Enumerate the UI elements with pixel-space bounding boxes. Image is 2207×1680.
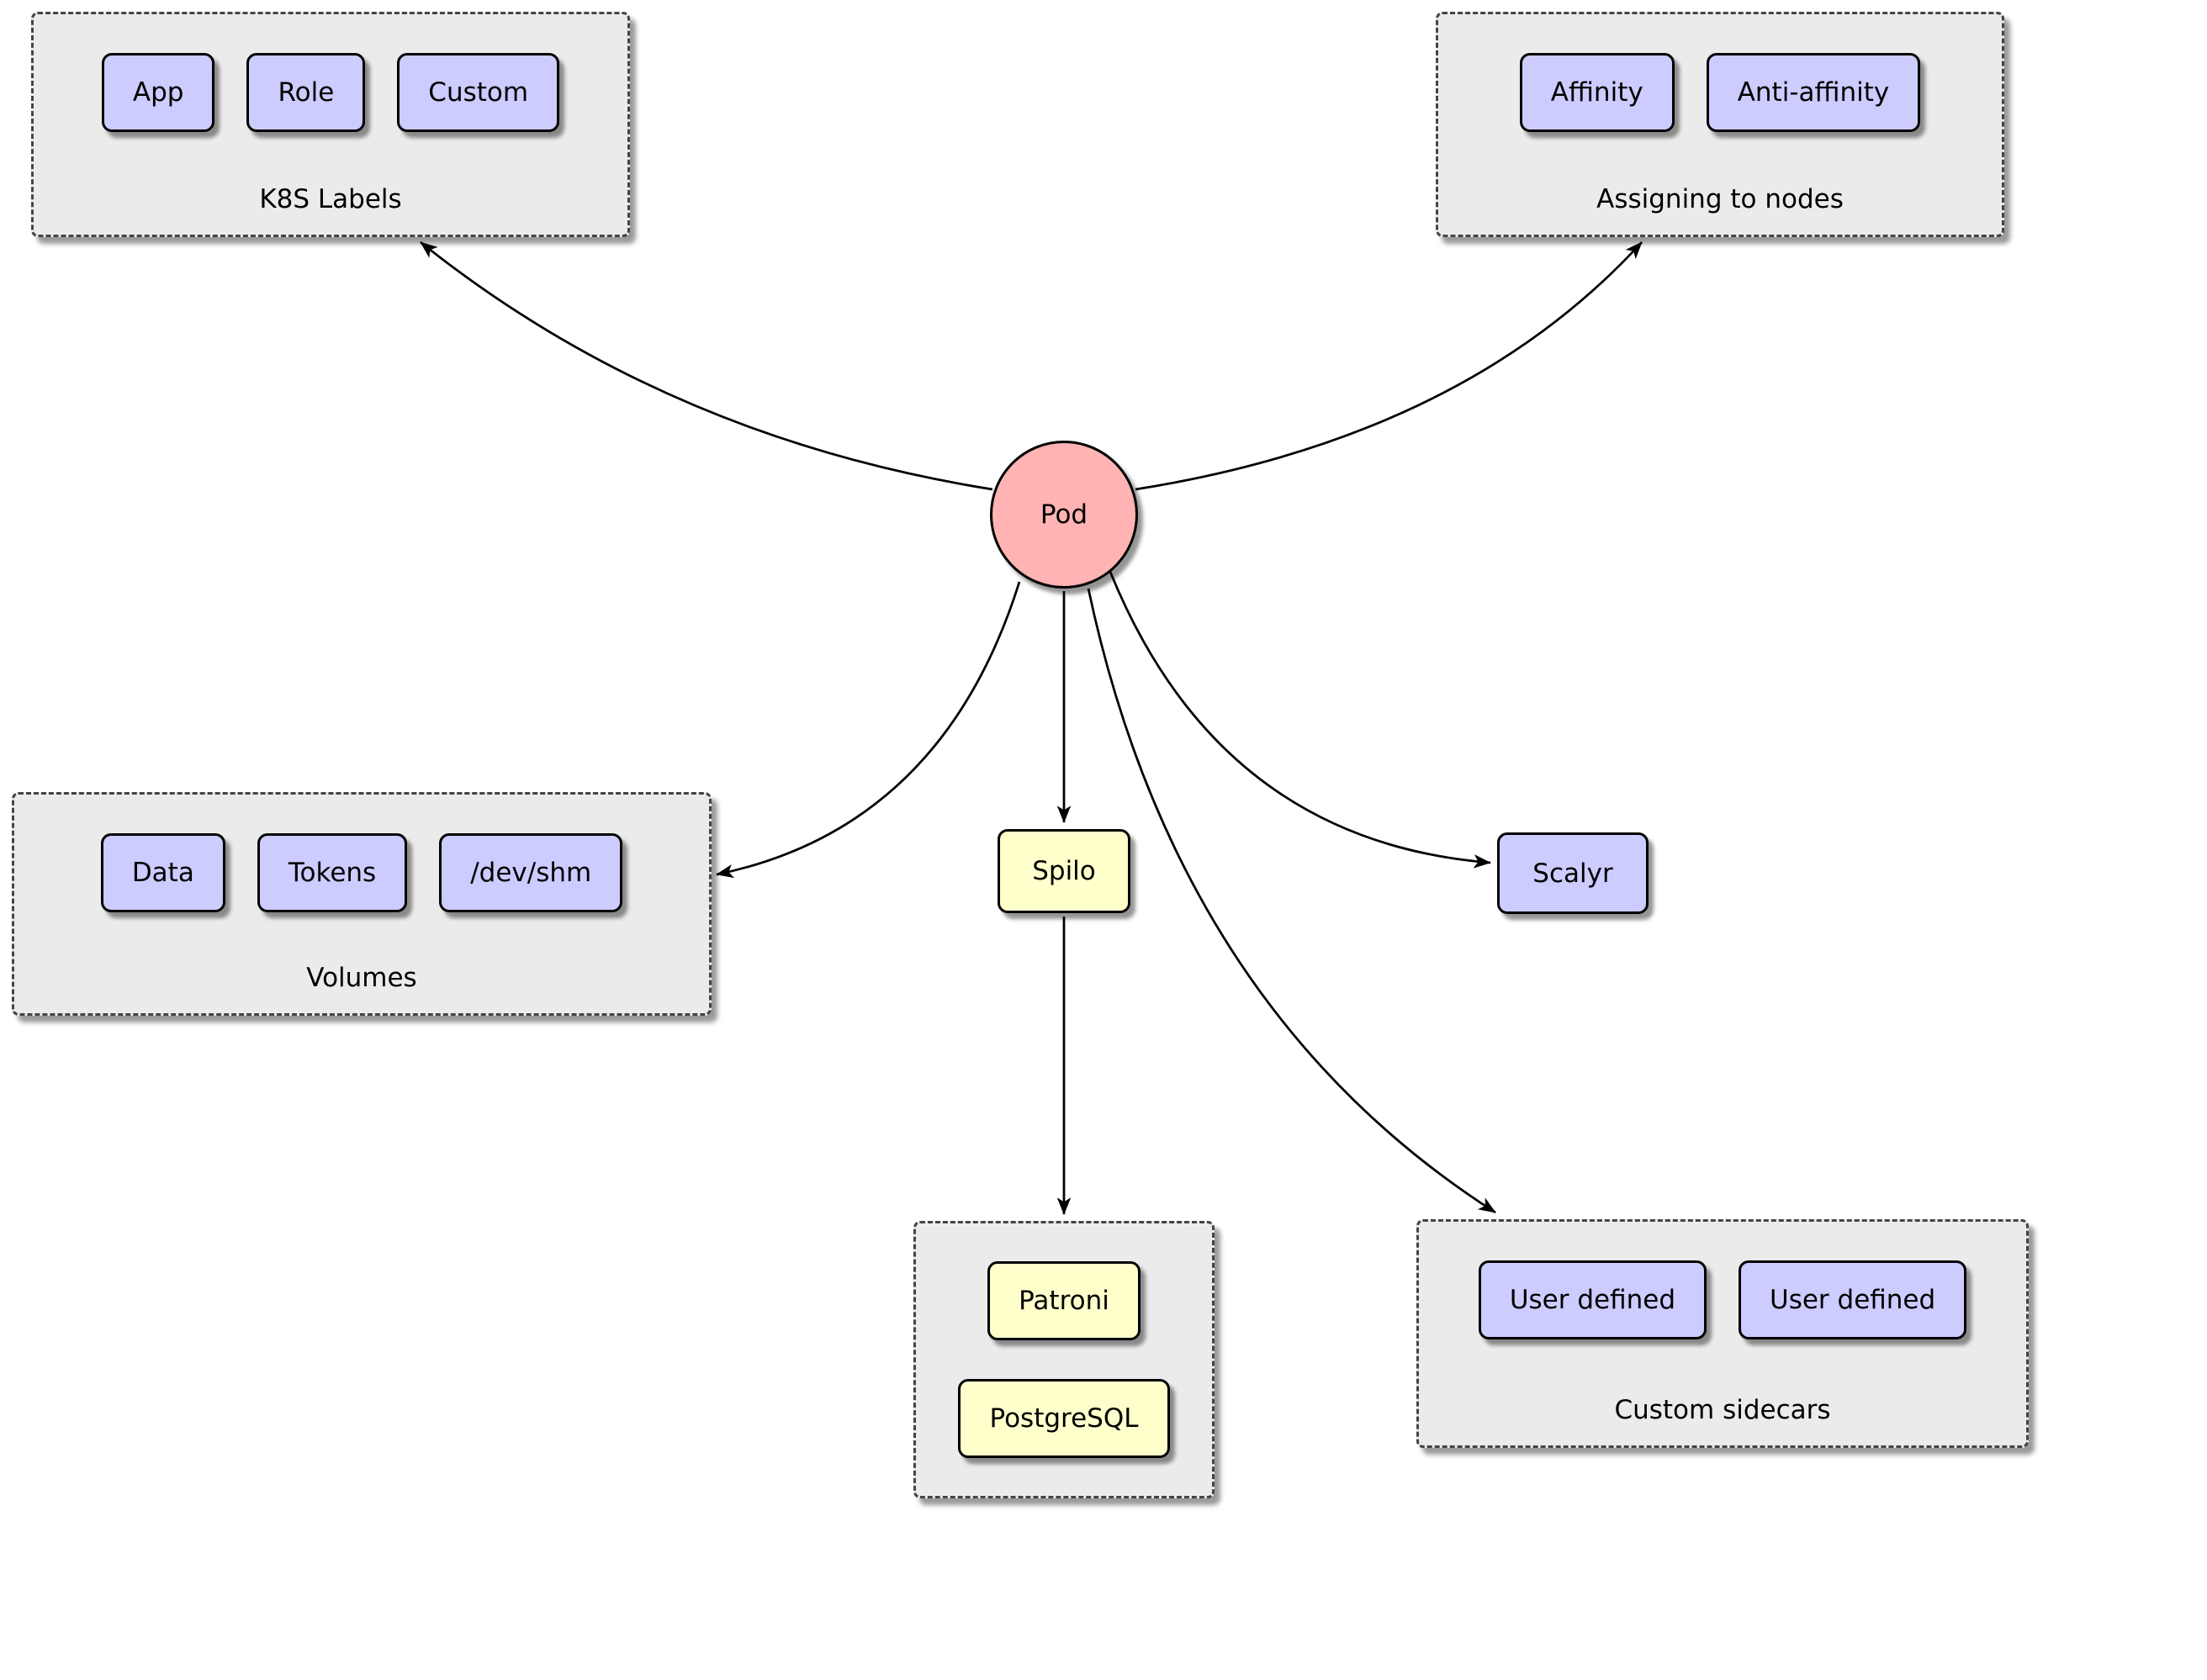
group-assigning-nodes: Affinity Anti-affinity Assigning to node… <box>1436 12 2004 237</box>
group-title-volumes: Volumes <box>306 963 417 993</box>
group-volumes: Data Tokens /dev/shm Volumes <box>12 792 712 1016</box>
edge-pod-custom-sidecars <box>1087 588 1496 1214</box>
node-anti-affinity: Anti-affinity <box>1706 53 1921 132</box>
group-k8s-labels: App Role Custom K8S Labels <box>31 12 630 237</box>
node-tokens: Tokens <box>257 833 408 912</box>
group-title-k8s-labels: K8S Labels <box>259 184 402 214</box>
node-patroni: Patroni <box>987 1261 1141 1340</box>
node-dev-shm: /dev/shm <box>439 833 623 912</box>
node-app: App <box>101 53 215 132</box>
spilo-node: Spilo <box>998 829 1130 913</box>
edge-pod-k8s-labels <box>420 240 993 491</box>
group-spilo-children: Patroni PostgreSQL <box>913 1221 1215 1498</box>
edge-pod-assigning-nodes <box>1135 241 1643 491</box>
node-affinity: Affinity <box>1519 53 1675 132</box>
scalyr-node: Scalyr <box>1497 832 1649 914</box>
node-role: Role <box>246 53 366 132</box>
node-custom: Custom <box>397 53 560 132</box>
node-postgresql: PostgreSQL <box>958 1379 1170 1458</box>
node-data: Data <box>100 833 225 912</box>
group-custom-sidecars: User defined User defined Custom sidecar… <box>1416 1219 2029 1448</box>
pod-label: Pod <box>1040 499 1088 530</box>
node-user-defined-2: User defined <box>1739 1260 1967 1339</box>
group-title-assigning-nodes: Assigning to nodes <box>1596 184 1844 214</box>
edge-pod-scalyr <box>1109 571 1491 869</box>
edge-pod-volumes <box>716 581 1021 879</box>
group-title-custom-sidecars: Custom sidecars <box>1614 1395 1831 1425</box>
node-user-defined-1: User defined <box>1478 1260 1707 1339</box>
pod-node: Pod <box>990 441 1138 589</box>
